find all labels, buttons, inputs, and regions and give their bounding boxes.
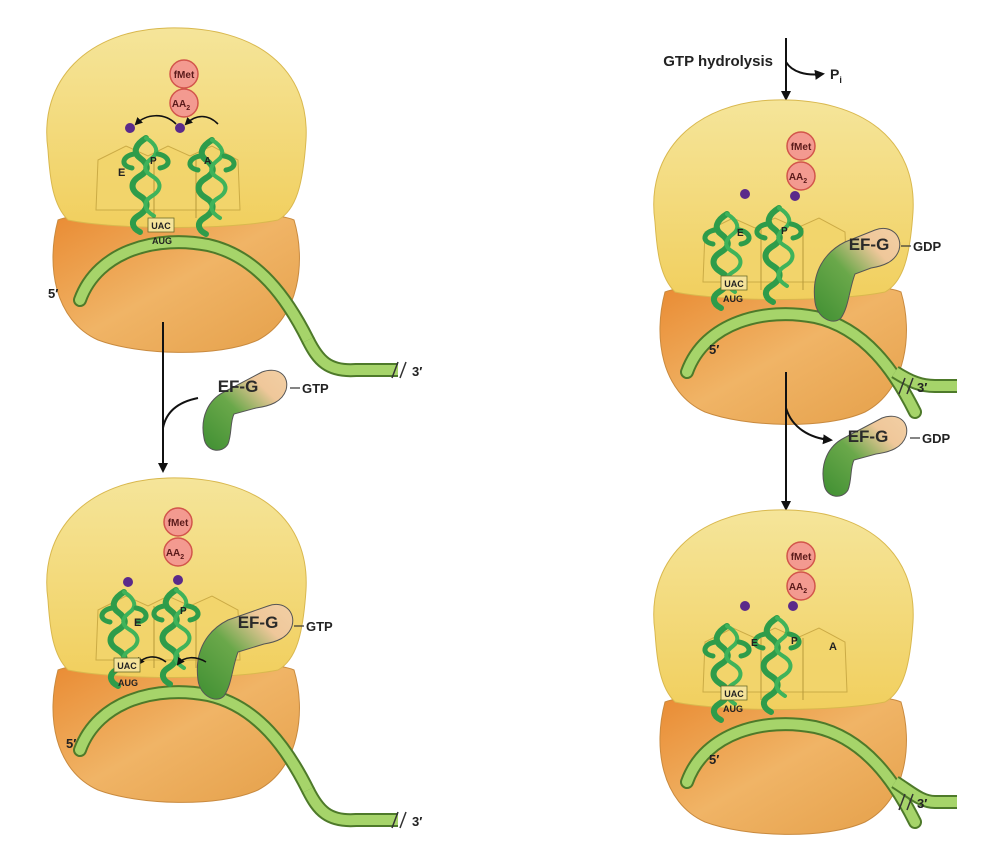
efg-label: EF-G: [238, 613, 279, 632]
panel-translocated-efg-gdp: fMet AA2 E P EF-G GDP UAC AUG 5′ 3′: [654, 100, 957, 424]
aa2-label: AA2: [789, 582, 807, 595]
codon-label: AUG: [118, 678, 138, 688]
panel-ready-for-next: fMet AA2 E P A UAC AUG 5′ 3′: [654, 510, 957, 834]
gtp-hydrolysis-label: GTP hydrolysis: [663, 53, 773, 70]
aa2-residue: [163, 537, 193, 567]
site-p-label: P: [180, 606, 187, 617]
efg-bound: EF-G GTP: [196, 604, 333, 700]
codon-label: AUG: [723, 704, 743, 714]
fmet-label: fMet: [174, 70, 195, 81]
fmet-label: fMet: [791, 142, 812, 153]
fmet-residue: [786, 541, 816, 571]
pi-label: Pi: [830, 66, 842, 85]
aa2-residue: [786, 161, 816, 191]
site-e-label: E: [118, 167, 125, 179]
five-prime-label: 5′: [66, 736, 76, 751]
efg-bound: EF-G GDP: [813, 228, 942, 322]
site-e-label: E: [751, 638, 758, 649]
fmet-residue: [786, 131, 816, 161]
site-p-label: P: [781, 226, 788, 237]
five-prime-label: 5′: [709, 752, 719, 767]
gtp-label: GTP: [302, 381, 329, 396]
fmet-label: fMet: [168, 518, 189, 529]
aa2-residue: [786, 571, 816, 601]
aa2-label: AA2: [789, 172, 807, 185]
codon-label: AUG: [723, 294, 743, 304]
gtp-hydrolysis-step: GTP hydrolysis Pi: [663, 38, 842, 101]
site-p-label: P: [791, 636, 798, 647]
aa2-label: AA2: [172, 99, 190, 112]
anticodon-label: UAC: [724, 279, 744, 289]
codon-label: AUG: [152, 236, 172, 246]
five-prime-label: 5′: [48, 286, 58, 301]
efg-label: EF-G: [218, 377, 259, 396]
three-prime-label: 3′: [917, 796, 927, 811]
gtp-label: GTP: [306, 619, 333, 634]
gdp-label: GDP: [922, 431, 951, 446]
three-prime-label: 3′: [412, 814, 422, 829]
five-prime-label: 5′: [709, 342, 719, 357]
site-e-label: E: [737, 228, 744, 239]
site-a-label: A: [204, 156, 211, 167]
efg-gdp-free: EF-G GDP: [822, 415, 951, 497]
fmet-residue: [169, 59, 199, 89]
aa2-residue: [169, 88, 199, 118]
fmet-label: fMet: [791, 552, 812, 563]
gdp-label: GDP: [913, 239, 942, 254]
anticodon-label: UAC: [151, 221, 171, 231]
site-e-label: E: [134, 617, 141, 629]
panel-initiation: fMet AA2 E P A UAC AUG 5′ 3′: [47, 28, 422, 379]
site-a-label: A: [829, 641, 837, 653]
three-prime-label: 3′: [412, 364, 422, 379]
efg-label: EF-G: [849, 235, 890, 254]
anticodon-label: UAC: [724, 689, 744, 699]
site-p-label: P: [150, 156, 157, 167]
efg-gtp-free: EF-G GTP: [202, 369, 329, 451]
anticodon-label: UAC: [117, 661, 137, 671]
efg-label: EF-G: [848, 427, 889, 446]
fmet-residue: [163, 507, 193, 537]
panel-efg-binding: fMet AA2 E P EF-G GTP UAC AUG 5′ 3′: [47, 478, 422, 829]
three-prime-label: 3′: [917, 380, 927, 395]
aa2-label: AA2: [166, 548, 184, 561]
